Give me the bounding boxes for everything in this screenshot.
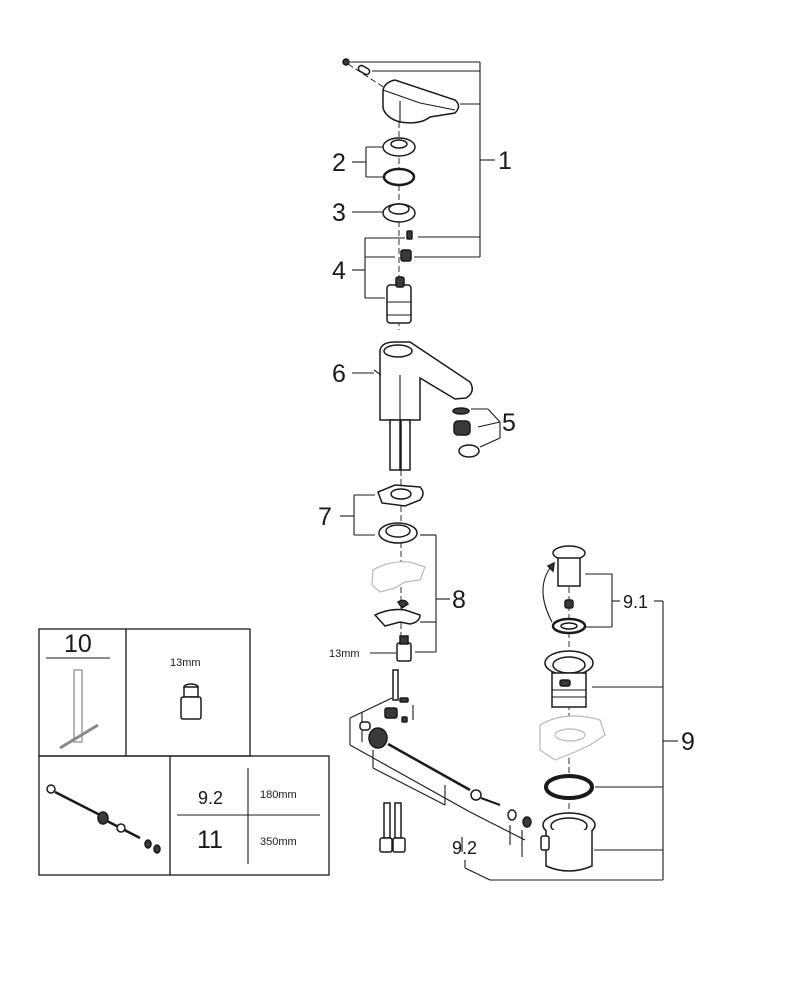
legend-row-1-part: 9.2 — [198, 788, 223, 808]
cartridge — [386, 276, 412, 324]
cartridge-screw — [406, 230, 413, 240]
callout-9: 9 — [681, 728, 695, 756]
callout-3: 3 — [332, 199, 346, 227]
waste-body — [540, 812, 596, 872]
waste-seal — [544, 774, 594, 800]
callout-1-bracket — [350, 61, 495, 258]
callout-9-1-bracket — [585, 573, 663, 628]
lift-rod-linkage — [349, 669, 663, 881]
callout-7-bracket — [340, 494, 375, 536]
callout-13mm: 13mm — [329, 648, 360, 660]
fixing-nut — [396, 635, 412, 662]
tool-size: 13mm — [170, 657, 201, 669]
legend-row-1-length: 180mm — [260, 789, 297, 801]
callout-5-bracket — [471, 408, 501, 448]
tool-number: 10 — [64, 630, 92, 658]
basin-section-ghost — [539, 715, 606, 761]
mixer-body — [373, 341, 473, 471]
legend-row-2-part: 11 — [197, 826, 223, 854]
callout-8-bracket — [415, 534, 450, 653]
handle-screw — [342, 58, 386, 89]
callout-9-2: 9.2 — [452, 838, 477, 858]
legend-table — [38, 628, 330, 876]
callout-2: 2 — [332, 149, 346, 177]
retaining-nut — [382, 203, 416, 223]
fixing-horseshoe — [373, 599, 421, 627]
base-gasket — [377, 484, 424, 507]
callout-4-bracket — [352, 237, 405, 299]
escutcheon — [382, 137, 416, 157]
waste-flange — [544, 650, 594, 708]
callout-6: 6 — [332, 360, 346, 388]
callout-9-bracket — [592, 601, 678, 880]
lift-rod-icon — [46, 784, 161, 854]
callout-7: 7 — [318, 503, 332, 531]
base-plate — [378, 522, 418, 544]
adapter — [400, 249, 412, 262]
callout-8: 8 — [452, 586, 466, 614]
callout-2-bracket — [352, 146, 383, 178]
aerator-set — [452, 407, 480, 458]
callout-5: 5 — [502, 409, 516, 437]
supply-hoses — [379, 802, 406, 853]
plug-seal — [551, 617, 587, 635]
o-ring — [382, 167, 416, 187]
legend-row-2-length: 350mm — [260, 836, 297, 848]
callout-1: 1 — [498, 147, 512, 175]
lever-handle — [382, 79, 460, 124]
socket-tool-icon — [180, 683, 202, 720]
countertop-section-ghost — [371, 561, 426, 593]
plug — [542, 545, 586, 623]
special-tool-icon — [59, 669, 99, 750]
callout-4: 4 — [332, 257, 346, 285]
callout-9-1: 9.1 — [623, 592, 648, 612]
